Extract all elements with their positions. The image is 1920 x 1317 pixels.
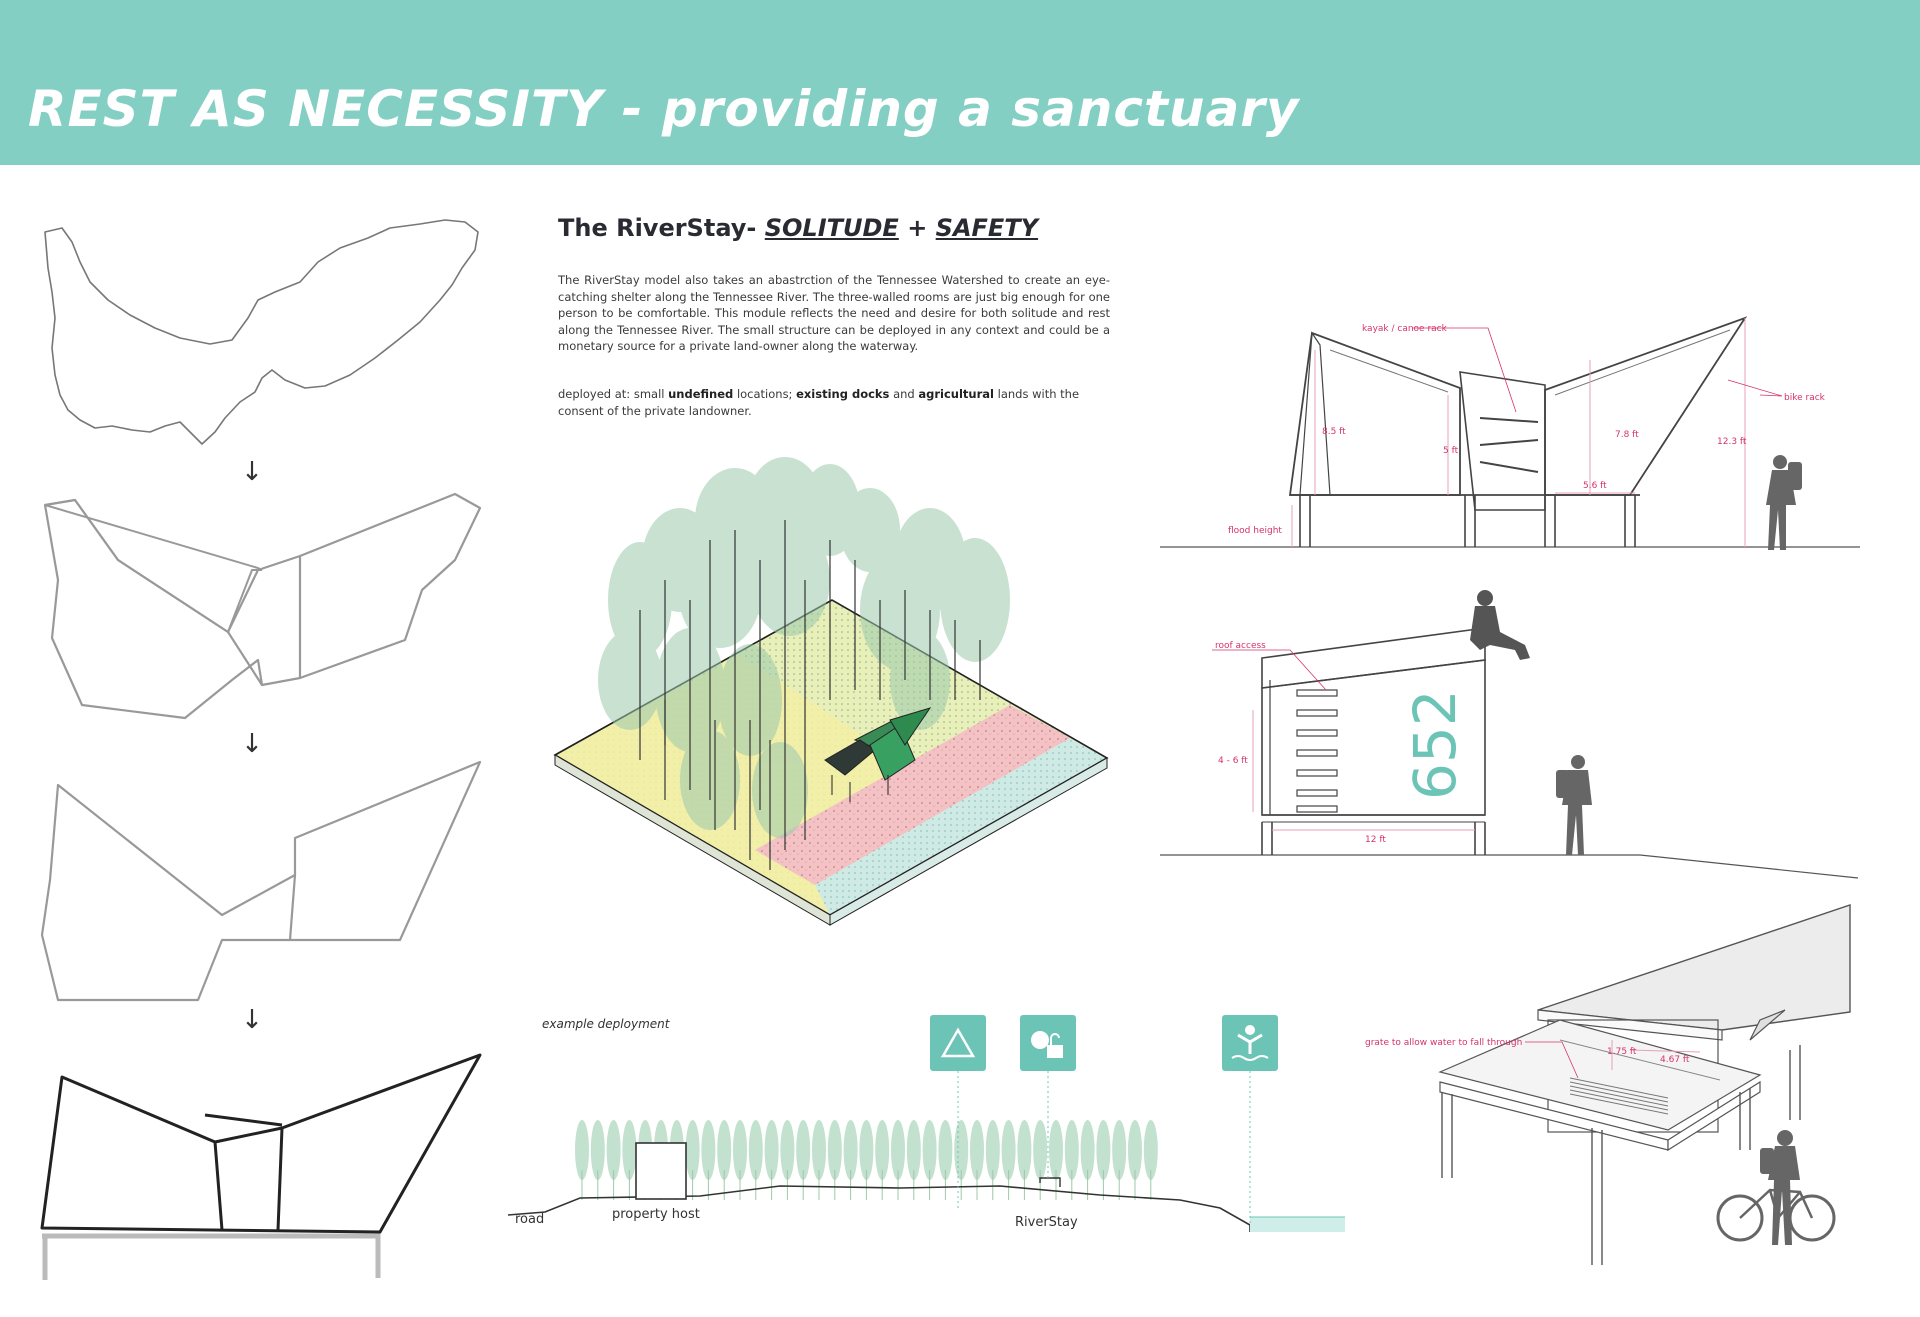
deploy-mid2: and xyxy=(893,387,915,401)
deploy-undefined: undefined xyxy=(668,387,734,401)
dim-4-67: 4.67 ft xyxy=(1660,1055,1690,1065)
bike-rack-label: bike rack xyxy=(1784,393,1826,403)
dim-7-8: 7.8 ft xyxy=(1615,430,1639,440)
tree-shape xyxy=(748,1120,763,1180)
tree-shape xyxy=(970,1120,984,1180)
tree-shape xyxy=(717,1120,732,1180)
roof-access-label: roof access xyxy=(1215,641,1266,651)
tree-shape xyxy=(1001,1120,1016,1180)
tree-canopy xyxy=(598,457,1010,838)
tree-shape xyxy=(701,1120,716,1180)
dim-1-75: 1.75 ft xyxy=(1607,1047,1637,1057)
tree-shape xyxy=(875,1120,890,1180)
tree-shape xyxy=(1049,1120,1063,1180)
deployment-icons xyxy=(930,1015,1278,1071)
dim-12-3: 12.3 ft xyxy=(1717,437,1747,447)
unit-number: 652 xyxy=(1401,689,1469,800)
section-title-safety: SAFETY xyxy=(935,214,1039,242)
deployment-section-line xyxy=(507,1071,1345,1232)
dim-5-6: 5.6 ft xyxy=(1583,481,1607,491)
tree-shape xyxy=(622,1120,637,1180)
tree-shape xyxy=(938,1120,953,1180)
deployment-title: example deployment xyxy=(542,1017,671,1031)
final-shelter-form xyxy=(40,1053,482,1280)
riverstay-label: RiverStay xyxy=(1015,1215,1078,1230)
dim-8-5: 8.5 ft xyxy=(1322,427,1346,437)
section-title-plus: + xyxy=(907,214,928,242)
road-label: road xyxy=(515,1212,544,1227)
person-sitting-figure xyxy=(1470,590,1530,660)
tree-shape xyxy=(575,1120,589,1180)
arrow-1: ↓ xyxy=(241,457,263,487)
front-elevation xyxy=(1160,316,1860,548)
arrow-2: ↓ xyxy=(241,729,263,759)
arrow-3: ↓ xyxy=(241,1005,263,1035)
tree-shape xyxy=(590,1120,605,1180)
tree-shape xyxy=(859,1120,874,1180)
kayak-rack-label: kayak / canoe rack xyxy=(1362,324,1448,334)
dim-12: 12 ft xyxy=(1365,835,1386,845)
tree-shape xyxy=(812,1120,826,1180)
cyclist-figure xyxy=(1716,1130,1836,1245)
tree-shape xyxy=(796,1120,811,1180)
person-figure-2 xyxy=(1556,755,1592,855)
tree-shape xyxy=(827,1120,842,1180)
tree-shape xyxy=(891,1120,905,1180)
tree-shape xyxy=(1080,1120,1095,1180)
header-banner: REST AS NECESSITY - providing a sanctuar… xyxy=(0,0,1920,165)
tree-shape xyxy=(985,1120,1000,1180)
tree-shape xyxy=(1033,1120,1048,1180)
camping-icon xyxy=(930,1015,986,1071)
flood-height-label: flood height xyxy=(1228,526,1282,536)
lock-icon xyxy=(1047,1045,1063,1058)
tree-shape xyxy=(843,1120,858,1180)
deploy-prefix: deployed at: small xyxy=(558,387,665,401)
deploy-agri: agricultural xyxy=(918,387,994,401)
tree-shape xyxy=(1143,1120,1158,1180)
tree-shape xyxy=(1017,1120,1032,1180)
tree-shape xyxy=(1128,1120,1142,1180)
section-title-solitude: SOLITUDE xyxy=(764,214,899,242)
side-section xyxy=(1160,627,1859,879)
tree-shape xyxy=(1096,1120,1111,1180)
tree-shape xyxy=(1064,1120,1079,1180)
polygon-abstraction-2 xyxy=(40,760,482,1002)
grate-label: grate to allow water to fall through xyxy=(1365,1038,1522,1048)
tree-shape xyxy=(733,1120,747,1180)
tree-shape xyxy=(906,1120,921,1180)
tree-shape xyxy=(780,1120,795,1180)
polygon-abstraction-1 xyxy=(43,492,482,720)
deploy-suffix: lands with the consent of the private la… xyxy=(558,387,1080,418)
dim-4-6: 4 - 6 ft xyxy=(1218,756,1248,766)
tree-shape xyxy=(685,1120,700,1180)
deploy-mid1: locations; xyxy=(736,387,793,401)
section-title-prefix: The RiverStay- xyxy=(558,214,757,242)
shelter-model xyxy=(824,707,932,802)
page-title: REST AS NECESSITY - providing a sanctuar… xyxy=(28,80,1300,138)
dim-5: 5 ft xyxy=(1443,446,1459,456)
tree-shape xyxy=(1112,1120,1127,1180)
apple-icon xyxy=(1031,1031,1049,1049)
property-host-label: property host xyxy=(612,1207,700,1222)
deploy-docks: existing docks xyxy=(796,387,890,401)
person-figure-1 xyxy=(1766,455,1802,550)
tree-shape xyxy=(606,1120,621,1180)
tree-shape xyxy=(764,1120,779,1180)
tree-shape xyxy=(922,1120,937,1180)
tree-trunks xyxy=(639,520,981,870)
description-text: The RiverStay model also takes an abastr… xyxy=(558,273,1110,353)
tent-icon xyxy=(940,1027,976,1058)
tree-shape xyxy=(954,1120,969,1180)
perspective-shelter xyxy=(1438,904,1851,1265)
section-title: The RiverStay- SOLITUDE + SAFETY xyxy=(558,214,1038,242)
deploy-note: deployed at: small undefined locations; … xyxy=(558,386,1110,419)
watershed-outline xyxy=(44,219,479,445)
